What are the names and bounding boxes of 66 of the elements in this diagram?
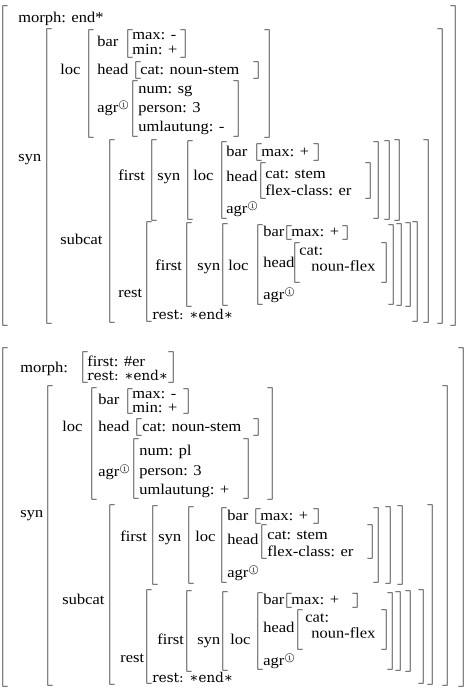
feature-value: morph: end* — [18, 12, 103, 26]
feature-label: first — [158, 633, 184, 644]
feature-label: head — [226, 170, 258, 182]
feature-value: min: + — [132, 44, 176, 54]
feature-value: max: - — [132, 390, 176, 398]
feature-value: max: + — [292, 596, 338, 604]
feature-label: bar — [227, 510, 248, 520]
feature-value: rest: ∗end∗ — [152, 672, 232, 682]
feature-label: loc — [230, 634, 250, 644]
feature-value: first: #er — [88, 355, 145, 366]
feature-label: syn — [158, 172, 180, 184]
feature-label: agr — [228, 569, 248, 580]
feature-label: syn — [20, 510, 43, 520]
feature-value: max: + — [260, 512, 308, 520]
feature-label: head — [98, 420, 130, 432]
feature-label: subcat — [60, 234, 102, 244]
feature-value: cat: stem — [268, 530, 328, 540]
feature-value: flex-class: er — [266, 184, 352, 196]
feature-label: bar — [97, 36, 118, 46]
feature-label: loc — [228, 260, 248, 270]
feature-label: rest — [120, 654, 144, 662]
feature-label: agr — [98, 104, 118, 116]
feature-label: head — [97, 64, 128, 74]
feature-label: bar — [98, 394, 120, 404]
feature-label: bar — [263, 594, 284, 604]
feature-label: agr — [226, 205, 248, 216]
feature-value: rest: ∗end∗ — [88, 370, 167, 380]
feature-value: cat: noun-flex — [306, 613, 376, 638]
feature-label: loc — [194, 170, 213, 180]
feature-label: head — [263, 256, 294, 268]
feature-label: head — [227, 534, 258, 544]
feature-label: first — [156, 259, 182, 270]
feature-label: syn — [158, 534, 181, 544]
feature-value: person: 3 — [139, 465, 201, 478]
feature-value: cat: noun-stem — [142, 422, 241, 432]
feature-label: syn — [198, 636, 220, 648]
feature-label: loc — [62, 420, 82, 432]
feature-label: syn — [18, 154, 41, 164]
feature-value: num: sg — [138, 85, 192, 96]
feature-value: umlautung: + — [139, 484, 228, 498]
feature-label: agr — [264, 291, 284, 302]
feature-label: morph: — [20, 362, 67, 376]
feature-label: loc — [196, 530, 215, 542]
feature-value: rest: ∗end∗ — [152, 308, 232, 320]
feature-value: cat: stem — [266, 170, 326, 178]
feature-label: rest — [118, 288, 142, 298]
feature-value: cat: noun-stem — [140, 66, 239, 74]
feature-value: cat: noun-flex — [300, 246, 376, 271]
feature-label: loc — [60, 64, 80, 74]
feature-value: max: + — [292, 228, 338, 236]
feature-value: min: + — [132, 402, 176, 412]
feature-label: first — [120, 530, 147, 542]
feature-label: first — [118, 169, 145, 180]
feature-value: max: + — [262, 148, 308, 156]
feature-value: flex-class: er — [268, 545, 354, 556]
feature-label: syn — [198, 262, 220, 274]
feature-label: head — [263, 622, 294, 632]
feature-label: subcat — [62, 594, 104, 604]
feature-value: person: 3 — [138, 102, 200, 116]
feature-label: agr — [98, 468, 120, 480]
feature-label: agr — [264, 657, 284, 668]
feature-value: max: - — [132, 32, 176, 40]
feature-value: num: pl — [140, 444, 192, 458]
feature-label: bar — [226, 146, 248, 156]
feature-label: bar — [263, 226, 284, 236]
feature-value: umlautung: - — [138, 120, 224, 134]
